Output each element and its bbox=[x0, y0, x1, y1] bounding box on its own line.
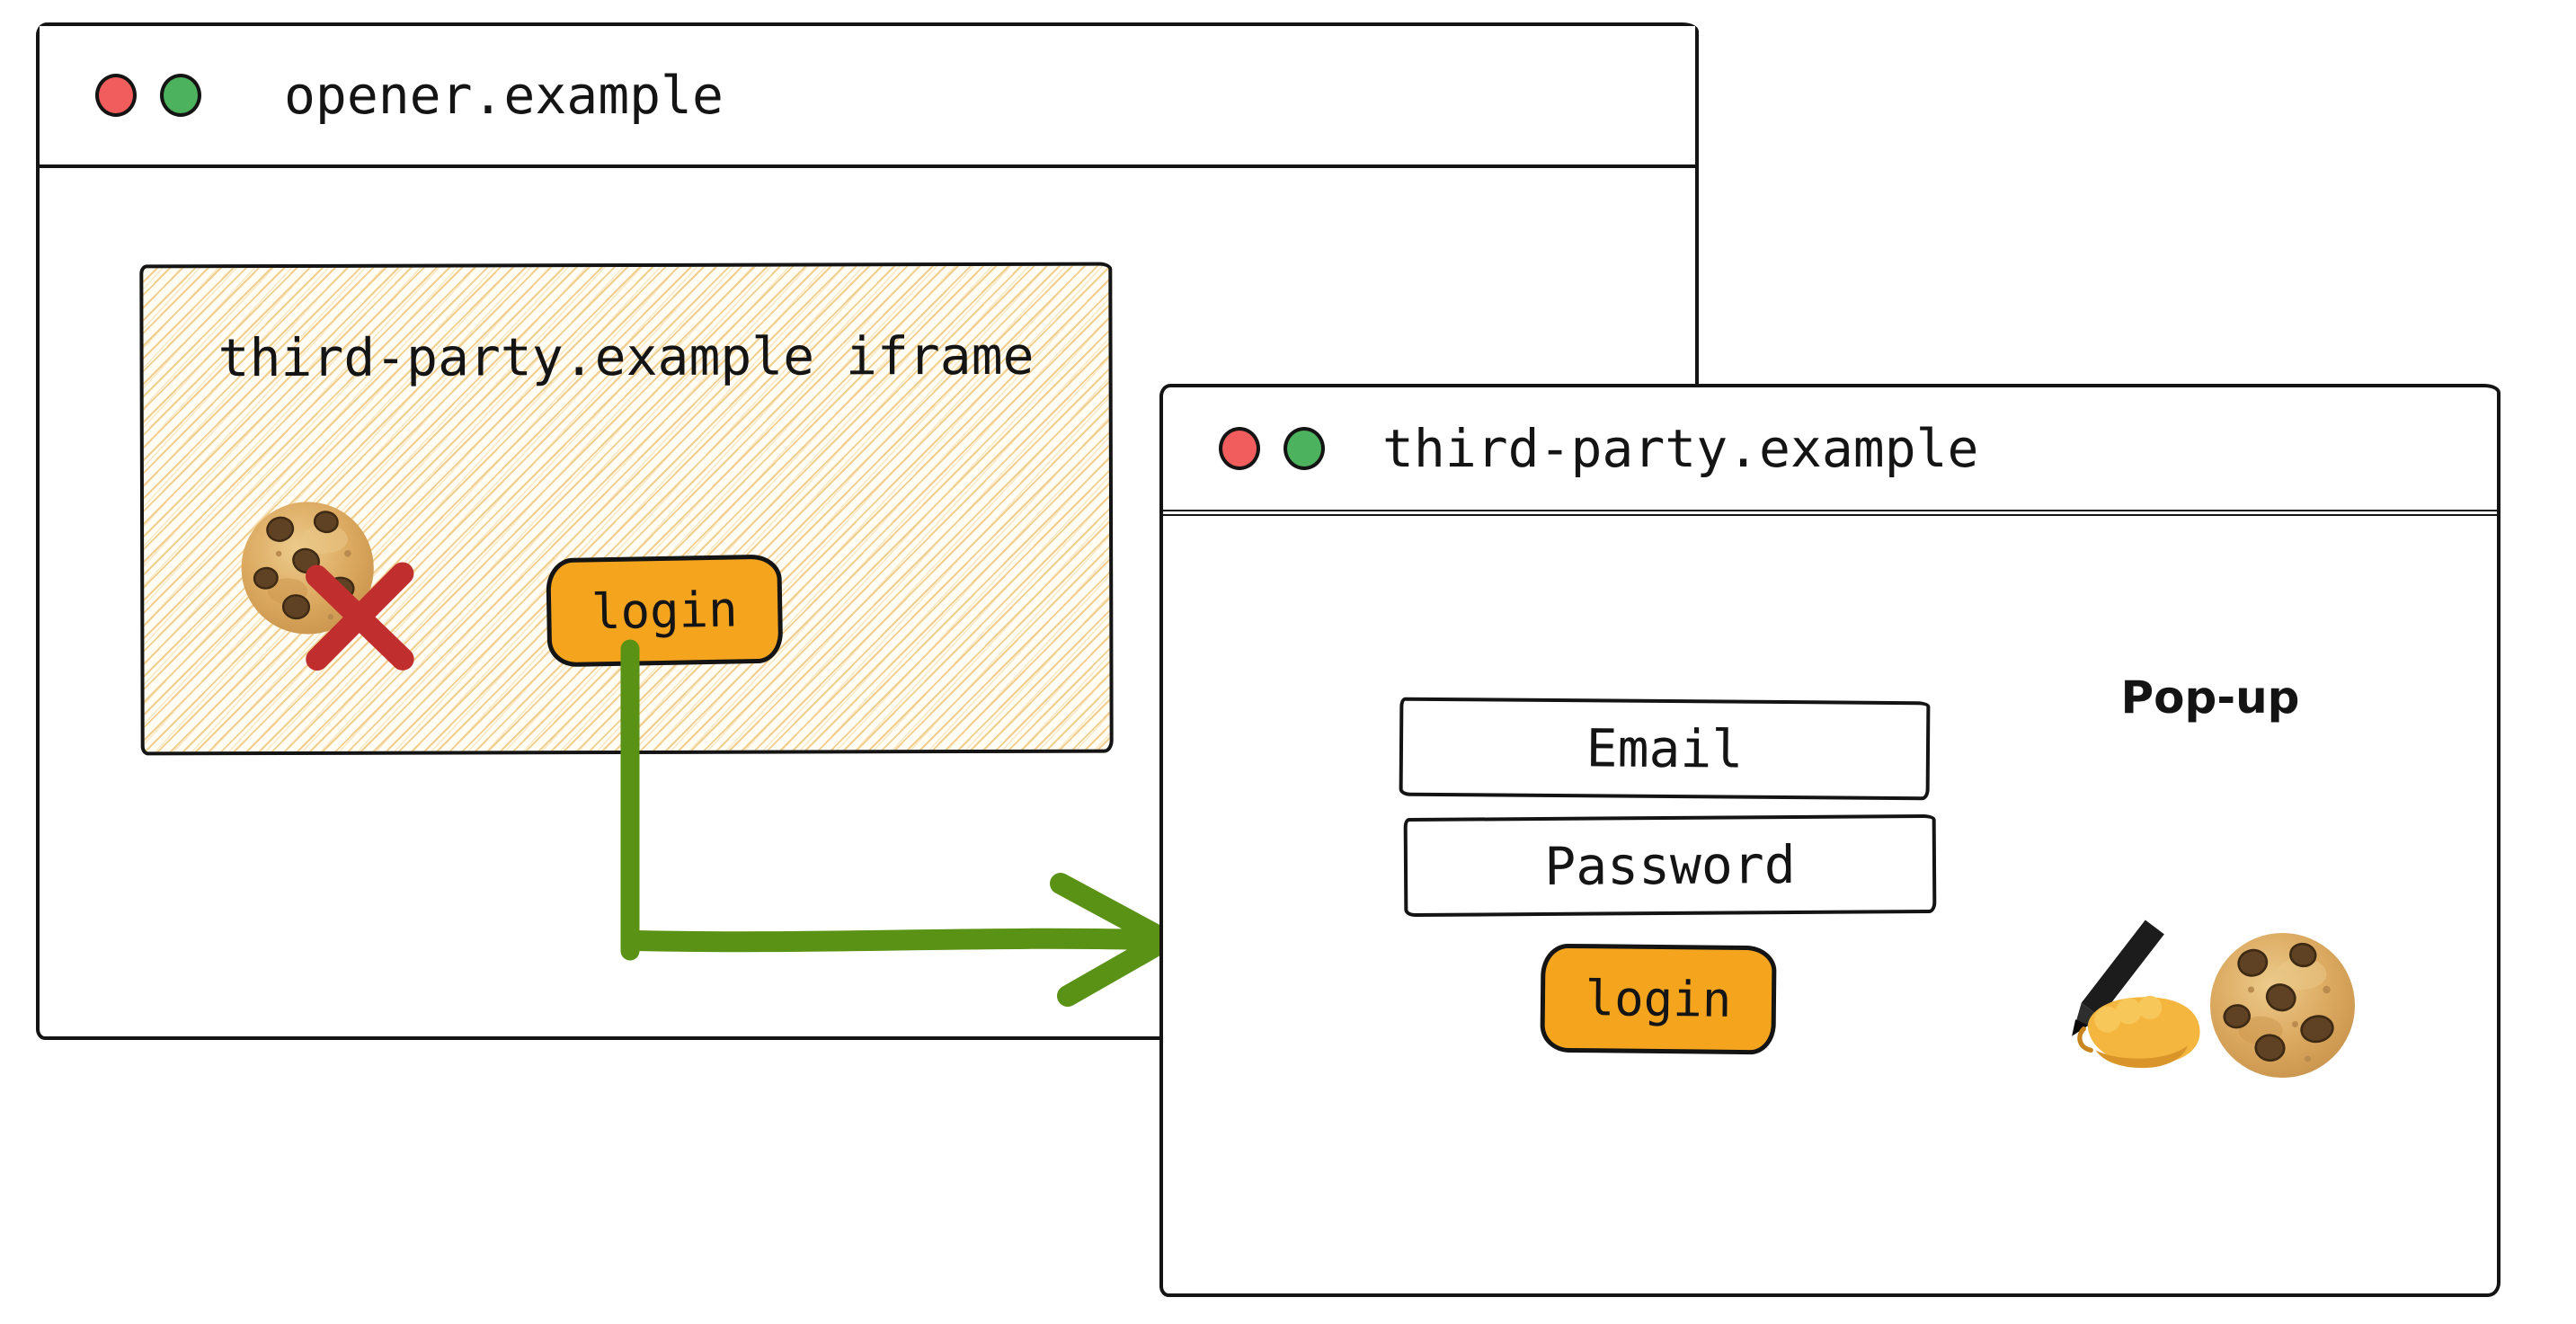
blocked-x-icon bbox=[297, 554, 422, 680]
cookie-icon bbox=[2204, 927, 2361, 1084]
iframe-login-button[interactable]: login bbox=[546, 554, 784, 668]
email-field[interactable]: Email bbox=[1399, 697, 1931, 801]
green-dot-icon[interactable] bbox=[1284, 427, 1325, 470]
popup-label: Pop-up bbox=[2120, 671, 2300, 724]
writing-hand-icon bbox=[2060, 916, 2202, 1073]
iframe-heading: third-party.example iframe bbox=[218, 324, 1035, 389]
third-party-iframe: third-party.example iframe login bbox=[139, 262, 1114, 756]
red-dot-icon[interactable] bbox=[95, 74, 137, 117]
password-field-label: Password bbox=[1544, 834, 1796, 897]
password-field[interactable]: Password bbox=[1403, 813, 1937, 918]
opener-window-title: opener.example bbox=[284, 65, 724, 126]
opener-titlebar: opener.example bbox=[40, 26, 1695, 168]
popup-login-button[interactable]: login bbox=[1540, 943, 1777, 1055]
email-field-label: Email bbox=[1586, 717, 1744, 780]
popup-window-title: third-party.example bbox=[1382, 418, 1979, 479]
red-dot-icon[interactable] bbox=[1219, 427, 1260, 470]
popup-browser-window: third-party.example Email Password login… bbox=[1159, 384, 2500, 1297]
popup-titlebar: third-party.example bbox=[1163, 387, 2497, 516]
popup-login-label: login bbox=[1585, 970, 1732, 1028]
green-dot-icon[interactable] bbox=[160, 74, 201, 117]
iframe-login-label: login bbox=[591, 581, 739, 641]
